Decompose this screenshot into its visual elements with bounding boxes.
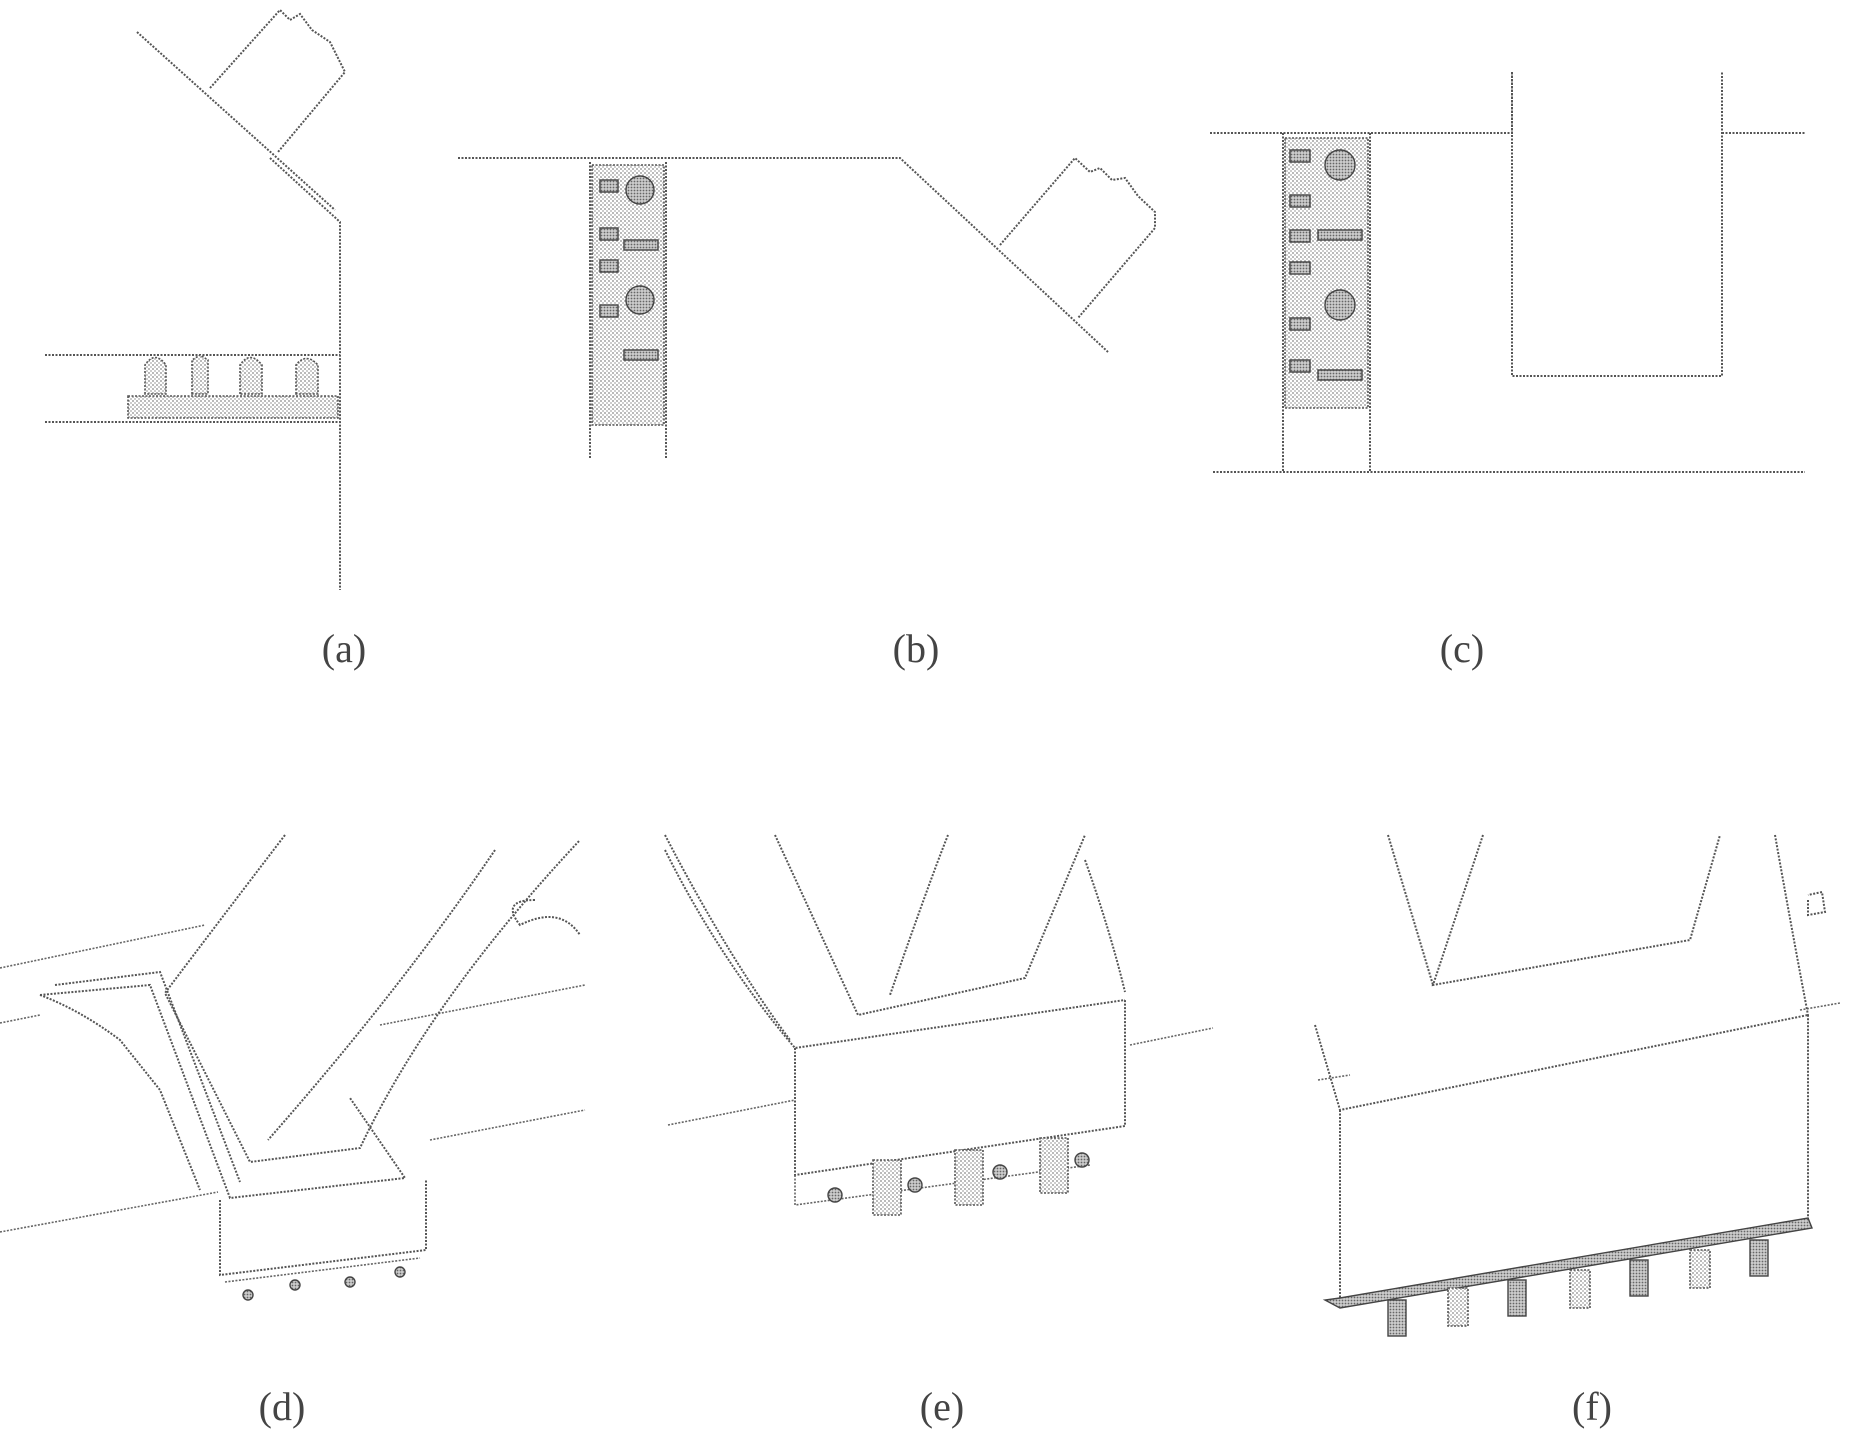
panel-c-caption: (c) — [1440, 626, 1484, 671]
panel-e-connectors — [873, 1138, 1068, 1215]
panel-a-drawing — [45, 10, 345, 590]
panel-e-drawing — [665, 835, 1213, 1215]
panel-f-drawing — [1315, 835, 1840, 1336]
panel-a: (a) — [45, 10, 366, 671]
panel-d-connectors — [243, 1267, 405, 1300]
panel-b-caption: (b) — [893, 626, 940, 671]
panel-a-connectors — [145, 355, 318, 394]
panel-c-drawing — [1210, 72, 1805, 472]
panel-b: (b) — [458, 158, 1155, 671]
panel-f-caption: (f) — [1572, 1384, 1612, 1429]
panel-d-drawing — [0, 835, 585, 1300]
panel-e-caption: (e) — [920, 1384, 964, 1429]
panel-f: (f) — [1315, 835, 1840, 1429]
panel-a-caption: (a) — [322, 626, 366, 671]
panel-d: (d) — [0, 835, 585, 1429]
panel-b-drawing — [458, 158, 1155, 458]
panel-e: (e) — [665, 835, 1213, 1429]
panel-c: (c) — [1210, 72, 1805, 671]
panel-d-caption: (d) — [259, 1384, 306, 1429]
